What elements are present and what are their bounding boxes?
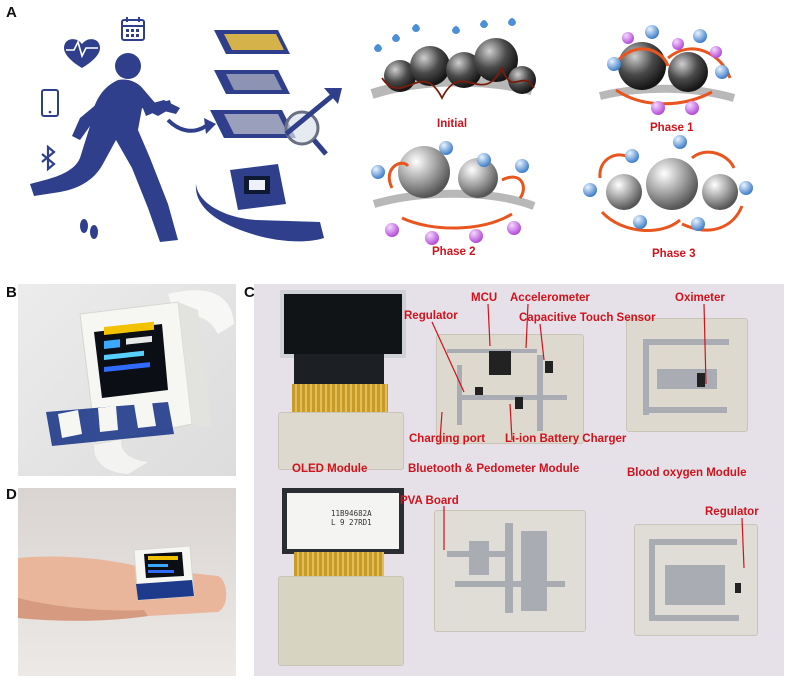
panel-a-illustration: [30, 17, 342, 243]
accelerometer-label: Accelerometer: [510, 292, 590, 304]
bluetooth-icon: [41, 144, 56, 172]
curved-arrow-icon: [166, 118, 208, 133]
panel-letter-a: A: [6, 4, 17, 21]
regulator-bottom-label: Regulator: [705, 506, 759, 518]
panel-letter-b: B: [6, 284, 17, 301]
wristband-device: [195, 164, 324, 242]
blood-oxygen-pva-board: [634, 524, 758, 636]
panel-letter-c: C: [244, 284, 255, 301]
phone-icon: [41, 89, 59, 117]
oled-serial-line-1: 11B94682A: [331, 509, 372, 518]
runner-silhouette: [30, 53, 180, 243]
phase-initial-diagram: [370, 18, 536, 101]
pva-board-label: PVA Board: [400, 495, 459, 507]
panel-letter-d: D: [6, 486, 17, 503]
bluetooth-module-board: [436, 334, 584, 444]
charging-port-label: Charging port: [409, 433, 486, 445]
flex-cable: [292, 384, 388, 412]
oled-serial-line-2: L 9 27RD1: [331, 518, 372, 527]
blood-oxygen-board: [626, 318, 748, 432]
magnifier-icon: [284, 110, 328, 156]
regulator-top-label: Regulator: [404, 310, 458, 322]
panel-d-wrist-photo: [18, 488, 236, 676]
oled-pva-board: [278, 576, 404, 666]
up-arrow-icon: [284, 88, 342, 136]
phase-3-diagram: [583, 135, 753, 232]
li-ion-charger-label: Li-ion Battery Charger: [505, 433, 627, 445]
panel-c-modules-photo: 11B94682A L 9 27RD1: [254, 284, 784, 676]
oled-screen-top: [280, 290, 406, 358]
blood-oxygen-module-label: Blood oxygen Module: [627, 467, 747, 479]
footprints-icon: [80, 219, 98, 239]
capacitive-touch-label: Capacitive Touch Sensor: [519, 312, 656, 324]
phase-1-diagram: [599, 25, 736, 115]
phase-diagrams: [370, 18, 753, 245]
mcu-label: MCU: [471, 292, 498, 304]
oled-frame: [294, 354, 384, 384]
oximeter-label: Oximeter: [675, 292, 725, 304]
pva-board: [434, 510, 586, 632]
flex-cable-bottom: [294, 552, 384, 576]
stacked-circuit-boards: [210, 30, 296, 138]
heart-icon: [64, 39, 100, 68]
oled-driver-board: [278, 412, 404, 470]
oled-screen-bottom: 11B94682A L 9 27RD1: [282, 488, 404, 554]
phase-2-label: Phase 2: [432, 246, 476, 258]
phase-1-label: Phase 1: [650, 122, 694, 134]
phase-2-diagram: [371, 141, 536, 245]
panel-b-watch-photo: [18, 284, 236, 476]
oled-module-label: OLED Module: [292, 463, 368, 475]
phase-3-label: Phase 3: [652, 248, 696, 260]
phase-initial-label: Initial: [437, 118, 468, 130]
calendar-icon: [121, 17, 145, 41]
bluetooth-module-label: Bluetooth & Pedometer Module: [408, 463, 580, 475]
